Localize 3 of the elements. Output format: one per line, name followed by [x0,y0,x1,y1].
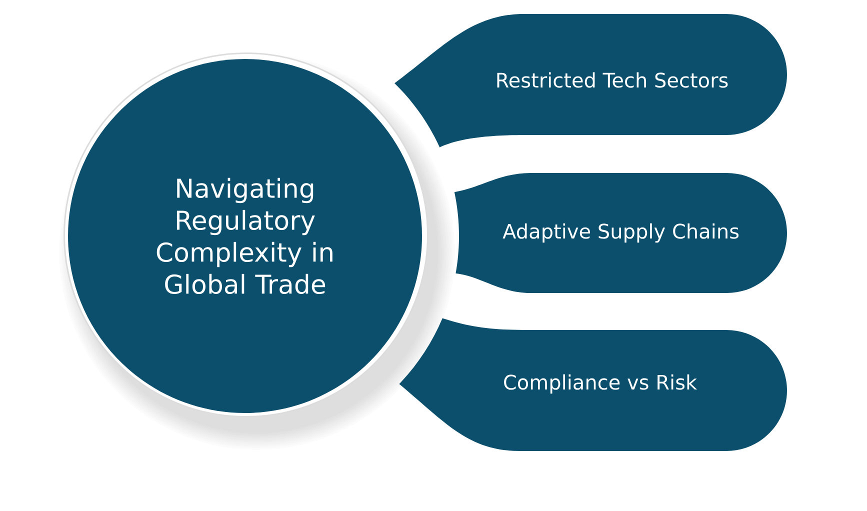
callout-box: Adaptive Supply Chains [454,173,787,293]
callout-box: Restricted Tech Sectors [394,14,787,148]
callout-box: Compliance vs Risk [399,318,787,451]
